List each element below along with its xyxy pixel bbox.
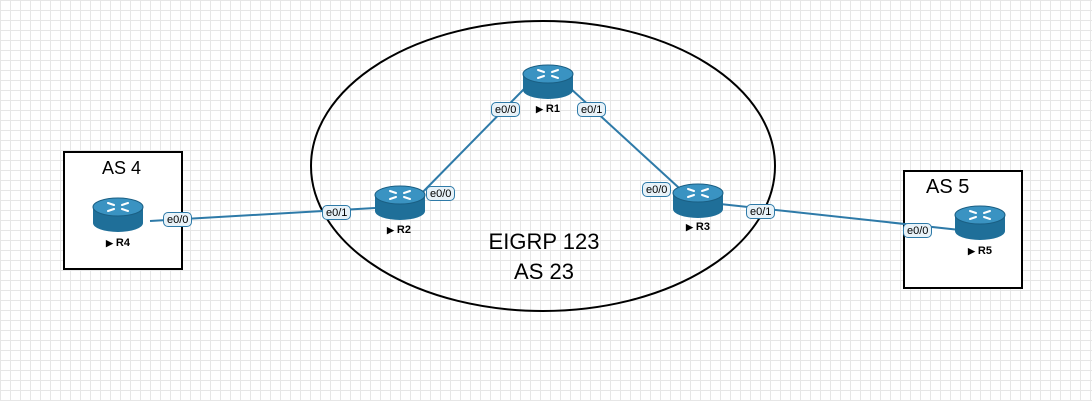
router-r2-icon[interactable] [372,183,428,235]
port-r5-e00[interactable]: e0/0 [903,223,933,238]
router-r1-icon[interactable] [520,62,576,114]
router-r1-label: ▶R1 [536,103,560,115]
eigrp-as-label: AS 23 [514,259,574,284]
start-icon[interactable]: ▶ [106,238,113,248]
port-r3-e00[interactable]: e0/0 [642,182,672,197]
port-r1-e01[interactable]: e0/1 [577,102,607,117]
eigrp-region-ellipse [310,20,776,312]
router-r5-label: ▶R5 [968,245,992,257]
start-icon[interactable]: ▶ [686,222,693,232]
router-r3-icon[interactable] [670,181,726,233]
router-r2-label: ▶R2 [387,224,411,236]
router-r4-icon[interactable] [90,195,146,247]
as4-label: AS 4 [102,158,142,178]
port-r2-e00[interactable]: e0/0 [426,186,456,201]
port-r1-e00[interactable]: e0/0 [491,102,521,117]
start-icon[interactable]: ▶ [968,246,975,256]
router-r5-icon[interactable] [952,203,1008,255]
router-r4-name: R4 [115,237,130,249]
router-r2-name: R2 [396,224,411,236]
router-r4-label: ▶R4 [106,237,130,249]
start-icon[interactable]: ▶ [387,225,394,235]
router-r3-name: R3 [695,221,710,233]
eigrp-process-label: EIGRP 123 [488,229,600,254]
router-r1-name: R1 [545,103,560,115]
as5-label: AS 5 [926,176,970,198]
start-icon[interactable]: ▶ [536,104,543,114]
port-r2-e01[interactable]: e0/1 [322,205,352,220]
port-r4-e00[interactable]: e0/0 [163,212,193,227]
port-r3-e01[interactable]: e0/1 [746,204,776,219]
router-r3-label: ▶R3 [686,221,710,233]
router-r5-name: R5 [977,245,992,257]
